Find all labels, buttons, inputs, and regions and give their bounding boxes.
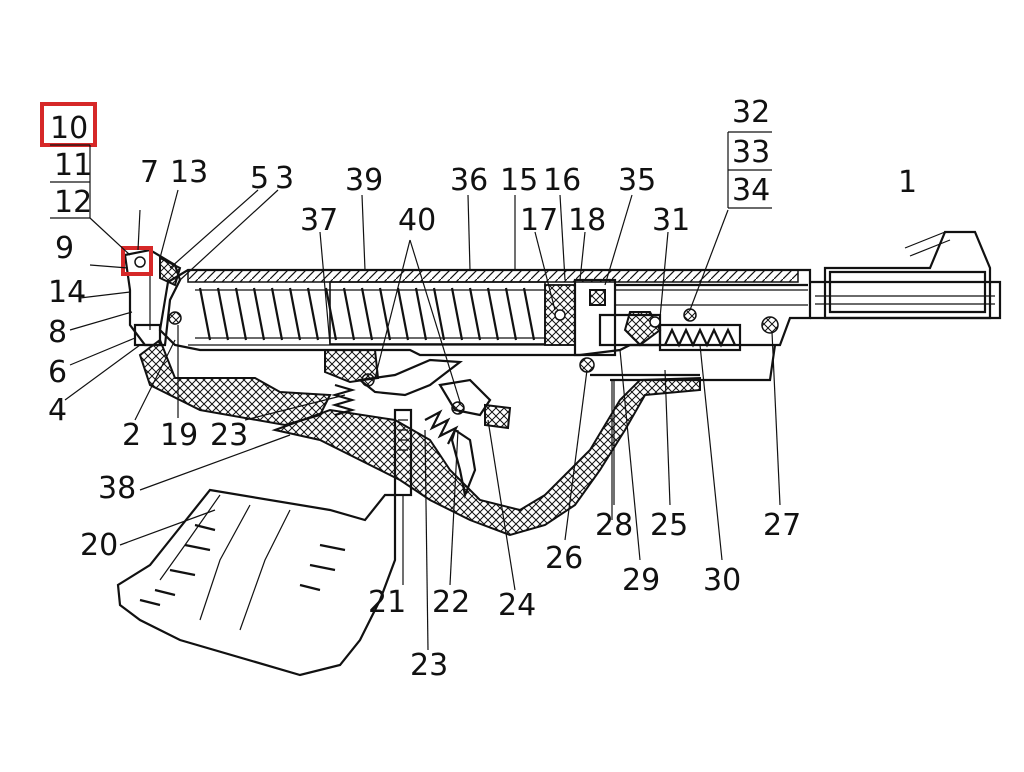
label-28: 28 bbox=[595, 508, 633, 543]
leader-lines bbox=[64, 189, 781, 651]
label-8: 8 bbox=[48, 315, 67, 350]
front-sight bbox=[810, 230, 1002, 320]
label-20: 20 bbox=[80, 528, 118, 563]
label-25: 25 bbox=[650, 508, 688, 543]
label-14: 14 bbox=[48, 275, 86, 310]
main-spring bbox=[195, 281, 576, 346]
label-4: 4 bbox=[48, 393, 67, 428]
label-22: 22 bbox=[432, 585, 470, 620]
label-37: 37 bbox=[300, 203, 338, 238]
label-11: 11 bbox=[54, 148, 92, 183]
label-33: 33 bbox=[732, 135, 770, 170]
label-31: 31 bbox=[652, 203, 690, 238]
label-3: 3 bbox=[275, 161, 294, 196]
grip bbox=[116, 488, 397, 677]
label-23-lower: 23 bbox=[410, 648, 448, 683]
label-39: 39 bbox=[345, 163, 383, 198]
label-1: 1 bbox=[898, 165, 917, 200]
label-21: 21 bbox=[368, 585, 406, 620]
label-2: 2 bbox=[122, 418, 141, 453]
label-29: 29 bbox=[622, 563, 660, 598]
label-32: 32 bbox=[732, 95, 770, 130]
highlight-box-part-10 bbox=[121, 246, 153, 276]
label-10: 10 bbox=[50, 111, 88, 146]
label-35: 35 bbox=[618, 163, 656, 198]
label-34: 34 bbox=[732, 173, 770, 208]
label-26: 26 bbox=[545, 541, 583, 576]
trigger-mechanism bbox=[324, 349, 512, 499]
label-38: 38 bbox=[98, 471, 136, 506]
valve-block bbox=[573, 278, 808, 373]
label-6: 6 bbox=[48, 355, 67, 390]
label-30: 30 bbox=[703, 563, 741, 598]
label-40: 40 bbox=[398, 203, 436, 238]
label-5: 5 bbox=[250, 161, 269, 196]
label-frames bbox=[50, 131, 772, 219]
label-23-upper: 23 bbox=[210, 418, 248, 453]
label-9: 9 bbox=[55, 231, 74, 266]
label-18: 18 bbox=[568, 203, 606, 238]
label-36: 36 bbox=[450, 163, 488, 198]
label-17: 17 bbox=[520, 203, 558, 238]
label-13: 13 bbox=[170, 155, 208, 190]
label-15: 15 bbox=[500, 163, 538, 198]
callout-labels: 10 11 12 7 13 5 3 9 14 8 6 4 2 19 23 38 … bbox=[48, 95, 917, 683]
label-27: 27 bbox=[763, 508, 801, 543]
label-19: 19 bbox=[160, 418, 198, 453]
label-7: 7 bbox=[140, 155, 159, 190]
label-24: 24 bbox=[498, 588, 536, 623]
label-12: 12 bbox=[54, 185, 92, 220]
label-16: 16 bbox=[543, 163, 581, 198]
